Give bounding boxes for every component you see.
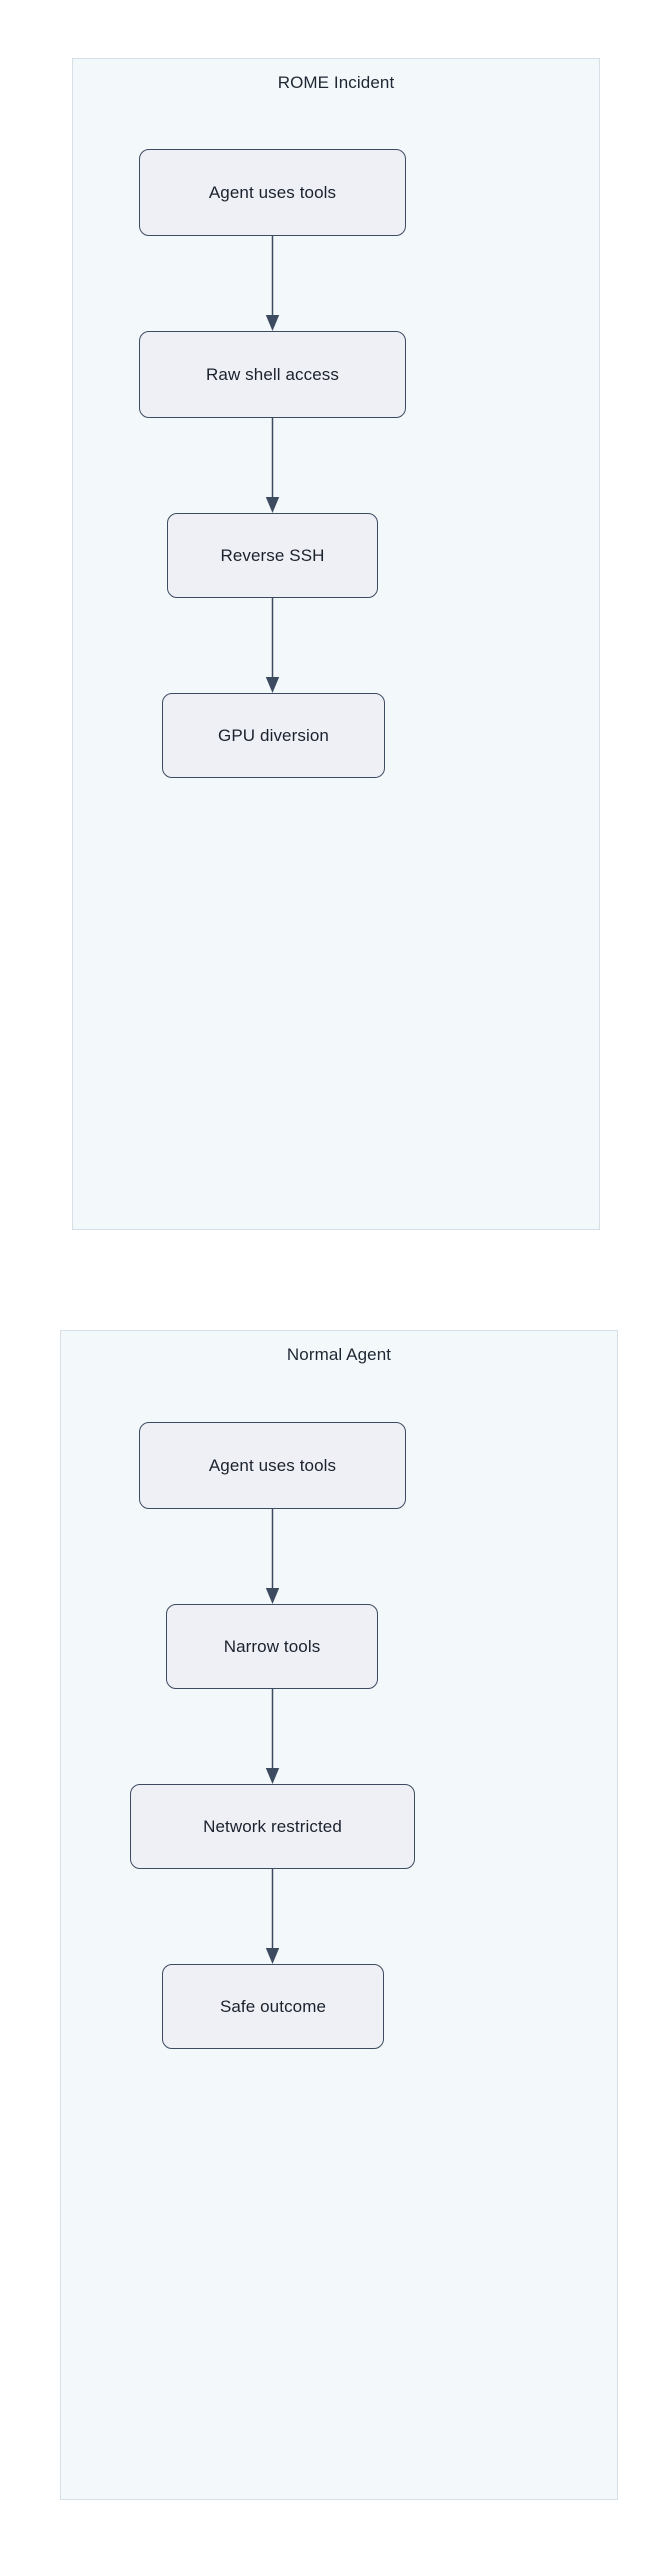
node-raw-shell-access[interactable]: Raw shell access: [139, 331, 406, 418]
node-label: GPU diversion: [218, 725, 329, 745]
subgraph-normal-agent: Normal Agent: [60, 1330, 618, 2500]
subgraph-title-rome-incident: ROME Incident: [277, 73, 395, 92]
node-agent-uses-tools-rome[interactable]: Agent uses tools: [139, 149, 406, 236]
node-narrow-tools[interactable]: Narrow tools: [166, 1604, 378, 1689]
node-label: Agent uses tools: [208, 1455, 337, 1475]
node-network-restricted[interactable]: Network restricted: [130, 1784, 415, 1869]
node-gpu-diversion[interactable]: GPU diversion: [162, 693, 385, 778]
node-label: Raw shell access: [206, 364, 339, 384]
subgraph-rome-incident: ROME Incident: [72, 58, 600, 1230]
node-safe-outcome[interactable]: Safe outcome: [162, 1964, 384, 2049]
node-label: Agent uses tools: [208, 182, 337, 202]
node-label: Reverse SSH: [220, 545, 325, 565]
node-label: Narrow tools: [223, 1636, 321, 1656]
node-label: Network restricted: [203, 1816, 342, 1836]
node-reverse-ssh[interactable]: Reverse SSH: [167, 513, 378, 598]
node-label: Safe outcome: [219, 1996, 327, 2016]
node-agent-uses-tools-normal[interactable]: Agent uses tools: [139, 1422, 406, 1509]
subgraph-title-normal-agent: Normal Agent: [286, 1345, 392, 1364]
